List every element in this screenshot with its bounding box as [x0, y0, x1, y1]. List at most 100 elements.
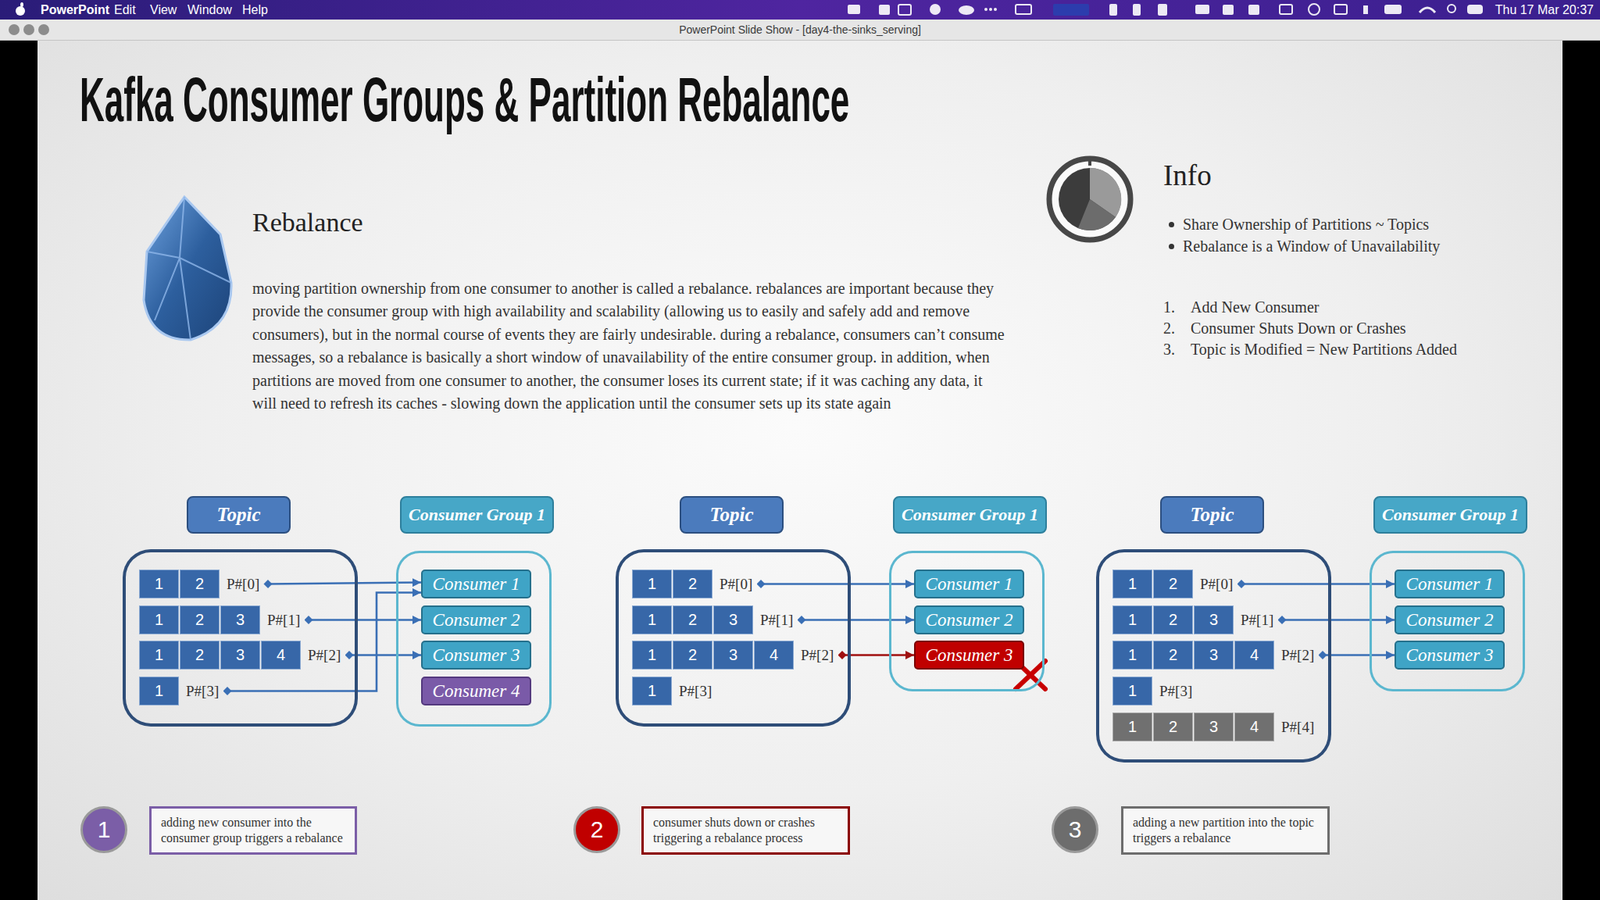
node-text: 3	[1068, 816, 1083, 843]
consumer-box: Consumer 2	[914, 605, 1025, 635]
window-buttons	[8, 24, 50, 36]
partition-label: P#[0]	[719, 569, 753, 599]
partition-assignment-arrow	[349, 653, 422, 657]
clock: Thu 17 Mar 20:37	[1495, 0, 1594, 20]
offset-cell: 2	[672, 640, 713, 670]
offset-cell: 2	[179, 569, 220, 599]
node-text: 1	[1128, 717, 1137, 736]
node-text: 1	[154, 610, 164, 629]
offset-cell: 2	[1153, 712, 1193, 742]
section-heading: Rebalance	[252, 207, 364, 239]
offset-cell: 4	[1234, 640, 1275, 670]
offset-cell: 2	[179, 640, 220, 670]
consumer-group-container: Consumer Group 1Consumer 1Consumer 2Cons…	[1369, 550, 1525, 692]
node-text: 2	[590, 816, 604, 843]
node-text: 2	[195, 646, 204, 665]
offset-cell: 3	[1193, 712, 1234, 742]
topic-pill: Topic	[186, 496, 291, 534]
consumer-group-container: Consumer Group 1Consumer 1Consumer 2Cons…	[889, 550, 1045, 692]
bullet-item: Share Ownership of Partitions ~ Topics	[1182, 213, 1429, 236]
node-text: 2	[688, 575, 697, 593]
menu-bar	[0, 0, 1600, 20]
bullet-dot	[1168, 243, 1175, 250]
node-text: Consumer 2	[925, 610, 1014, 631]
consumer-box: Consumer 2	[1394, 605, 1505, 635]
group-pill: Consumer Group 1	[400, 496, 554, 534]
node-text: 2	[1168, 610, 1178, 629]
callout-number: 3	[1051, 806, 1099, 854]
partition-label: P#[4]	[1281, 712, 1315, 742]
node-text: 1	[647, 575, 657, 593]
partition-row: P#[4]1234	[1112, 712, 1323, 742]
partition-row: P#[1]123	[1112, 605, 1283, 635]
partition-assignment-arrow	[760, 582, 915, 586]
offset-cell: 2	[1153, 640, 1193, 670]
offset-cell: 1	[139, 569, 179, 599]
node-text: 1	[647, 610, 657, 629]
offset-cell: 3	[713, 605, 754, 635]
callout-number: 1	[80, 806, 128, 854]
partition-row: P#[0]12	[1112, 569, 1242, 599]
menu-item: Help	[242, 0, 268, 20]
partition-assignment-arrow	[1322, 653, 1395, 657]
topic-pill: Topic	[679, 496, 784, 534]
bullet-item: Rebalance is a Window of Unavailability	[1182, 235, 1440, 258]
node-text: 1	[154, 646, 164, 665]
partition-row: P#[2]1234	[139, 640, 350, 670]
offset-cell: 1	[139, 605, 179, 635]
menu-item: View	[150, 0, 177, 20]
offset-cell: 1	[632, 605, 672, 635]
consumer-box: Consumer 1	[914, 569, 1025, 599]
node-text: 4	[276, 646, 286, 665]
node-text: Consumer 1	[432, 574, 521, 595]
offset-cell: 2	[672, 605, 713, 635]
partition-row: P#[1]123	[139, 605, 309, 635]
consumer-box: Consumer 1	[1394, 569, 1505, 599]
window-title: PowerPoint Slide Show - [day4-the-sinks_…	[678, 19, 922, 41]
list-item: Topic is Modified = New Partitions Added	[1190, 338, 1458, 361]
consumer-box: Consumer 2	[421, 605, 532, 635]
node-text: Consumer 2	[1406, 610, 1494, 631]
bullet-dot	[1168, 221, 1175, 228]
partition-row: P#[0] 12	[139, 569, 268, 599]
offset-cell: 1	[1112, 676, 1153, 706]
offset-cell: 1	[1112, 640, 1153, 670]
partition-label: P#[3]	[185, 676, 219, 706]
node-text: Consumer 3	[1406, 645, 1494, 666]
list-item: Consumer Shuts Down or Crashes	[1190, 317, 1407, 340]
partition-row: P#[2]1234	[632, 640, 843, 670]
offset-cell: 1	[632, 676, 672, 706]
consumer-box: Consumer 3	[421, 640, 532, 670]
slide-ground	[37, 40, 1563, 900]
offset-cell: 3	[1193, 605, 1234, 635]
offset-cell: 2	[179, 605, 220, 635]
node-text: 1	[647, 682, 657, 700]
node-text: 1	[1128, 610, 1137, 629]
partition-label: P#[0]	[1200, 569, 1233, 599]
node-text: 1	[154, 682, 164, 700]
offset-cell: 2	[1153, 605, 1193, 635]
offset-cell: 2	[672, 569, 713, 599]
offset-cell: 3	[220, 605, 261, 635]
list-number: 3.	[1163, 338, 1175, 361]
callout-box: consumer shuts down or crashes triggerin…	[641, 806, 850, 855]
consumer-box: Consumer 3	[914, 640, 1025, 670]
node-text: 4	[1250, 646, 1259, 665]
offset-cell: 1	[632, 569, 672, 599]
node-text: Consumer 1	[925, 574, 1014, 595]
partition-row: P#[2]1234	[1112, 640, 1323, 670]
node-text: 3	[235, 646, 245, 665]
offset-cell: 3	[713, 640, 754, 670]
offset-cell: 3	[1193, 640, 1234, 670]
partition-label: P#[0]	[226, 569, 260, 599]
offset-cell: 4	[753, 640, 794, 670]
offset-cell: 4	[260, 640, 301, 670]
consumer-box: Consumer 3	[1394, 640, 1505, 670]
consumer-group-container: Consumer Group 1Consumer 1Consumer 2Cons…	[396, 550, 552, 727]
menu-item: Window	[187, 0, 233, 20]
node-text: 2	[195, 575, 204, 593]
node-text: 3	[1209, 610, 1218, 629]
topic-container: TopicP#[0]12P#[1]123P#[2]1234P#[3]1P#[4]…	[1096, 549, 1332, 763]
offset-cell: 1	[1112, 605, 1153, 635]
node-text: 3	[728, 646, 738, 665]
